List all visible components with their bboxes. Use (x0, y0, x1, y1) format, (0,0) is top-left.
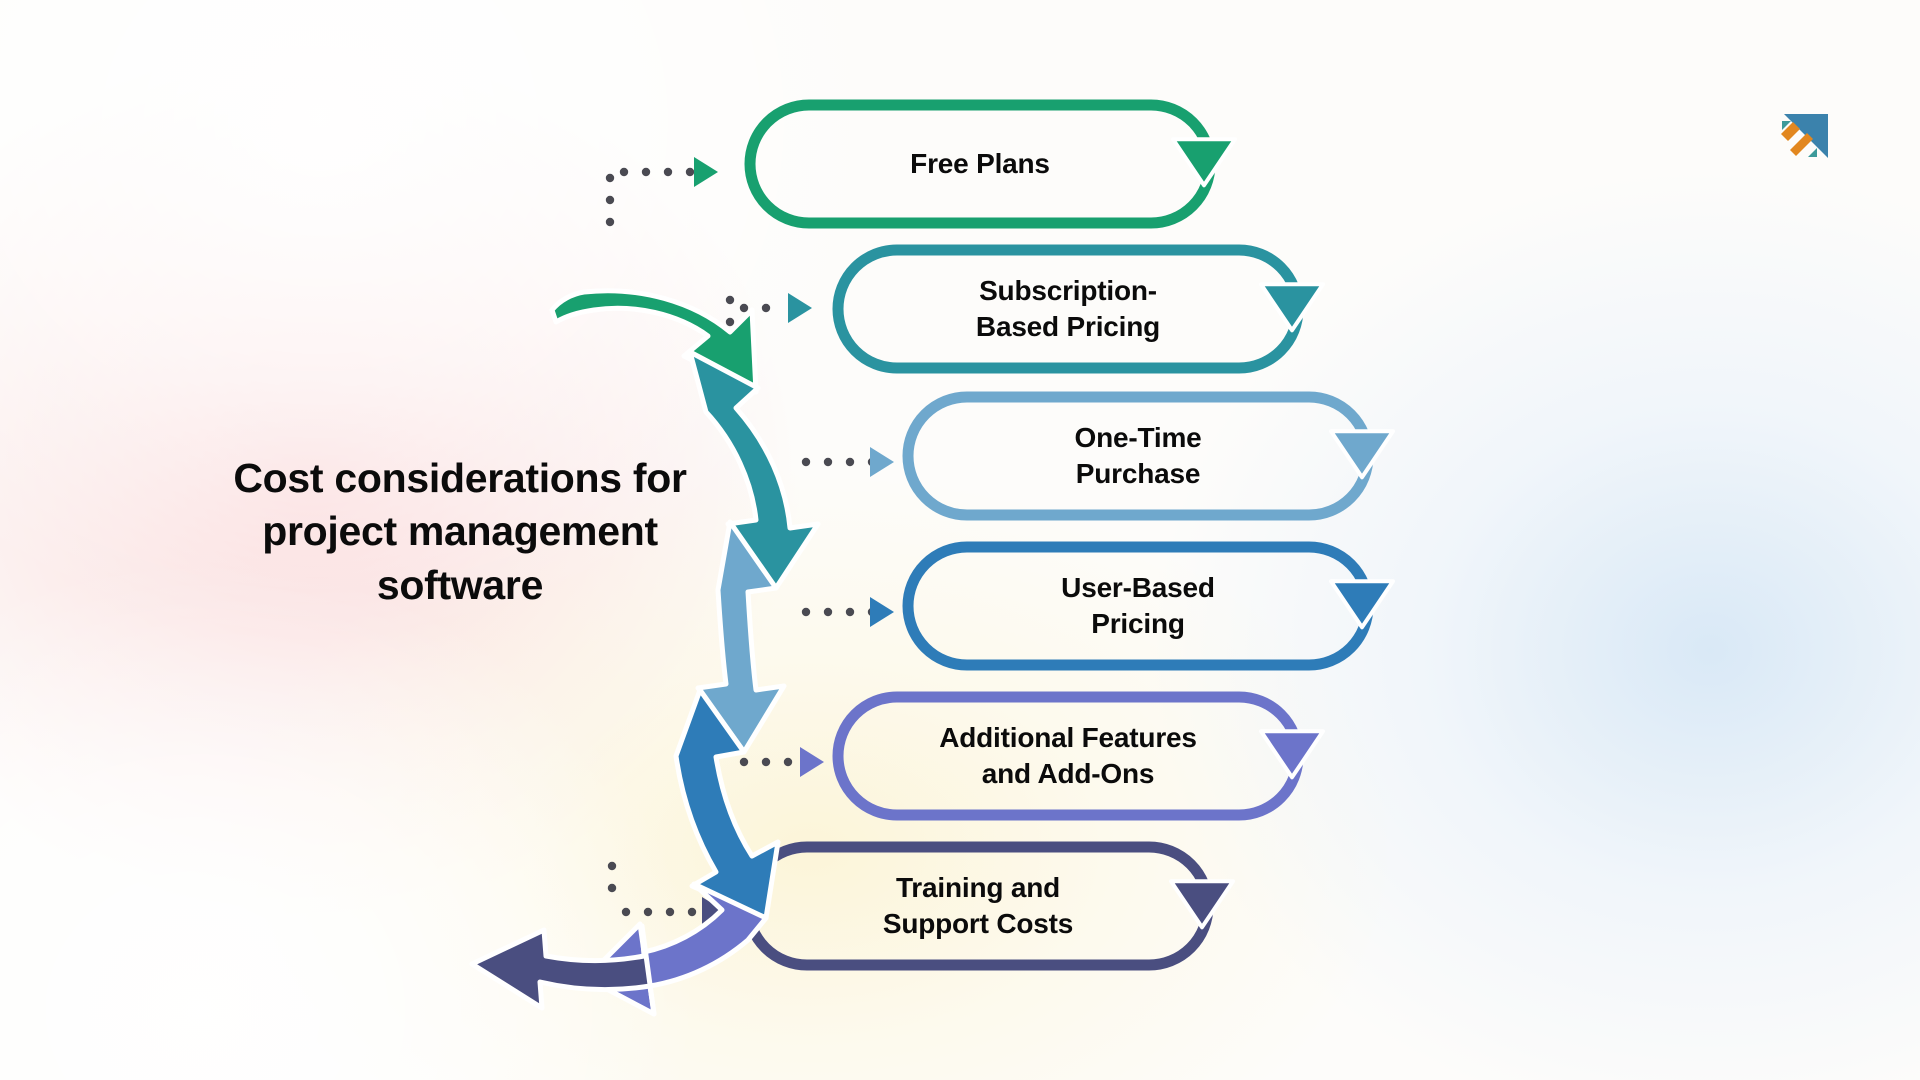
pill-label-subscription-based-pricing: Subscription- Based Pricing (975, 275, 1161, 342)
central-curved-arrow-spine (469, 288, 821, 1017)
pill-arrowhead-additional-features-and-add-ons (1259, 729, 1325, 780)
connector-dot (605, 173, 615, 183)
pill-label-free-plans: Free Plans (910, 148, 1050, 180)
connector-dot (607, 883, 617, 893)
spine-seg-3 (695, 519, 787, 755)
connector-dot (665, 907, 675, 917)
connector-free-plans (605, 157, 718, 227)
connector-dot (761, 303, 771, 313)
pill-arrowhead-subscription-based-pricing (1259, 282, 1325, 333)
pill-arrowhead-free-plans (1171, 137, 1237, 188)
connector-subscription-based-pricing (725, 293, 812, 327)
pill-label-user-based-pricing: User-Based Pricing (1061, 572, 1215, 639)
connector-dot (607, 861, 617, 871)
connector-one-time-purchase (801, 447, 894, 477)
pill-label-training-and-support-costs: Training and Support Costs (882, 872, 1074, 939)
pill-group (742, 99, 1395, 971)
connector-dot (605, 195, 615, 205)
connector-dot (687, 907, 697, 917)
connector-dot (801, 607, 811, 617)
pill-arrowhead-user-based-pricing (1329, 579, 1395, 630)
connector-dot (641, 167, 651, 177)
connector-dot (801, 457, 811, 467)
pill-one-time-purchase[interactable] (902, 391, 1395, 521)
pill-label-one-time-purchase: One-Time Purchase (1074, 422, 1202, 489)
connector-dot (845, 457, 855, 467)
logo-orange-stripes (1781, 122, 1813, 156)
connector-dot (643, 907, 653, 917)
connector-dot (621, 907, 631, 917)
pill-additional-features-and-add-ons[interactable] (832, 691, 1325, 821)
connector-dot (725, 295, 735, 305)
connector-arrowhead (870, 597, 894, 627)
connector-arrowhead (694, 157, 718, 187)
connector-dot (619, 167, 629, 177)
brand-logo (1781, 114, 1828, 158)
connector-arrowhead (870, 447, 894, 477)
pill-arrowhead-one-time-purchase (1329, 429, 1395, 480)
connector-dot (663, 167, 673, 177)
connector-dot (739, 757, 749, 767)
connector-dot (823, 457, 833, 467)
connector-dot (761, 757, 771, 767)
pill-label-additional-features-and-add-ons: Additional Features and Add-Ons (939, 722, 1197, 789)
connector-user-based-pricing (801, 597, 894, 627)
connector-dot (605, 217, 615, 227)
connector-dot (739, 303, 749, 313)
logo-teal-accents (1782, 121, 1817, 157)
connector-arrowhead (800, 747, 824, 777)
pill-free-plans[interactable] (744, 99, 1237, 229)
pill-user-based-pricing[interactable] (902, 541, 1395, 671)
pill-arrowhead-training-and-support-costs (1169, 879, 1235, 930)
spine-seg-5 (583, 881, 769, 1017)
connector-dot (685, 167, 695, 177)
connector-dot (845, 607, 855, 617)
connector-dot (725, 317, 735, 327)
connector-dot (783, 757, 793, 767)
page-title: Cost considerations for project manageme… (233, 455, 687, 608)
connector-arrowhead (788, 293, 812, 323)
spine-seg-2 (687, 349, 821, 591)
connector-dot (823, 607, 833, 617)
pill-subscription-based-pricing[interactable] (832, 244, 1325, 374)
spine-seg-6 (469, 923, 657, 1017)
